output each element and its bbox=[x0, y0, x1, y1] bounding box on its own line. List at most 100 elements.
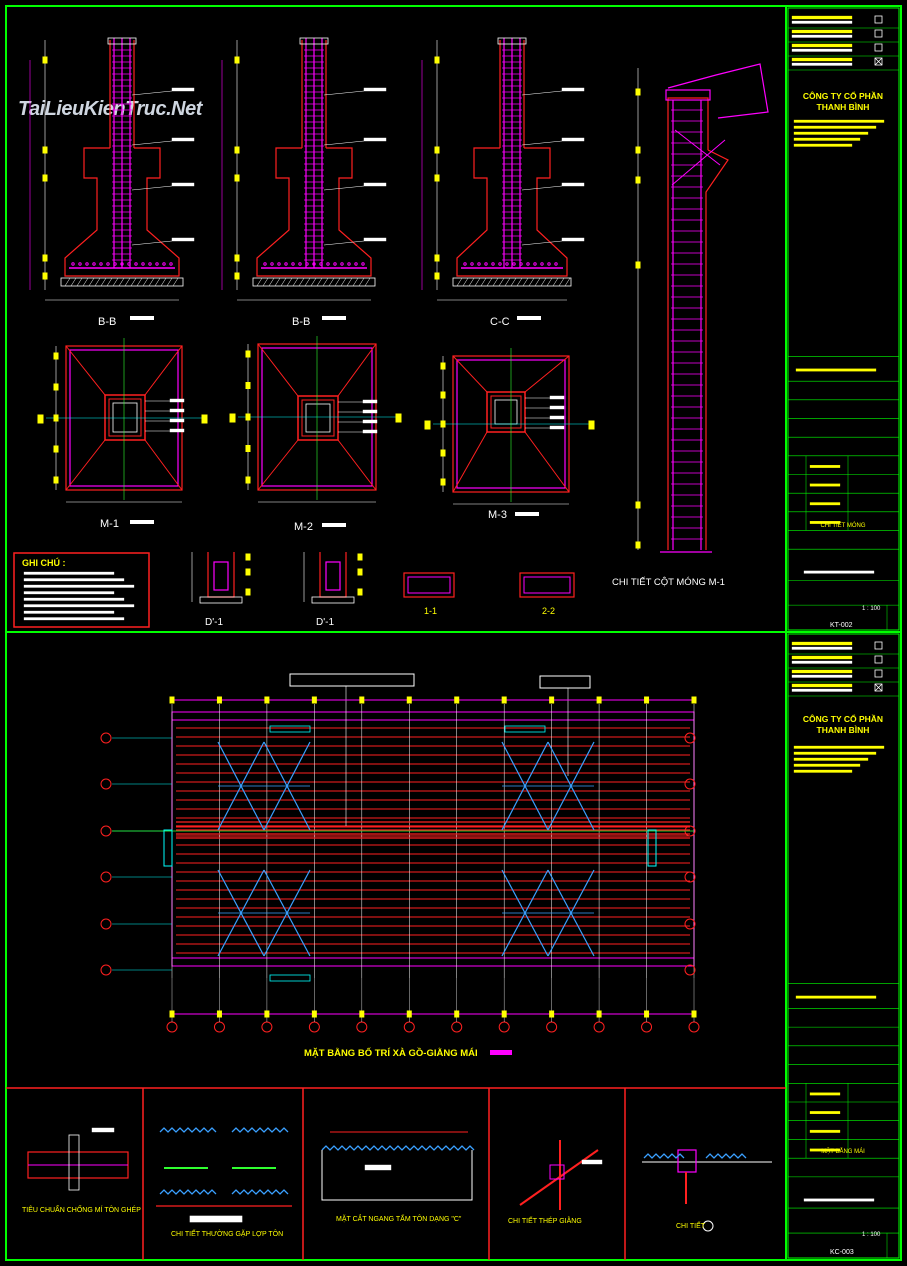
diag bbox=[65, 345, 106, 396]
tb-text bbox=[791, 29, 853, 34]
hatch bbox=[292, 277, 299, 287]
hatch bbox=[256, 277, 263, 287]
grid-bubble bbox=[213, 1021, 225, 1033]
leader bbox=[131, 240, 173, 246]
rebar-dot bbox=[533, 262, 537, 266]
tb-text bbox=[793, 763, 861, 767]
rebar-dot bbox=[484, 262, 488, 266]
callout-text bbox=[171, 137, 195, 142]
rebar-dot bbox=[312, 262, 316, 266]
detail-label-c1: 1-1 bbox=[424, 606, 437, 616]
grid-bubble bbox=[684, 964, 696, 976]
dim-tick bbox=[42, 146, 48, 154]
rebar-dot bbox=[169, 262, 173, 266]
hatch bbox=[334, 277, 341, 287]
callout-text bbox=[561, 237, 585, 242]
tb-bot-scale: 1 : 100 bbox=[862, 1232, 881, 1238]
tb-top-company2: THANH BÌNH bbox=[817, 102, 870, 112]
notes-title: GHI CHÚ : bbox=[22, 557, 66, 568]
blinding bbox=[252, 277, 376, 287]
hatch bbox=[82, 277, 89, 287]
dim-tick bbox=[501, 1010, 507, 1018]
dim-tick bbox=[644, 696, 650, 704]
tb-text bbox=[803, 1198, 875, 1202]
diag bbox=[452, 431, 488, 493]
rebar-dot bbox=[127, 262, 131, 266]
ridge-cap bbox=[677, 1149, 697, 1173]
tb-top-sheet-no: KT-002 bbox=[830, 622, 853, 629]
diag bbox=[65, 439, 106, 491]
dim-tick bbox=[440, 362, 446, 370]
dim-tick bbox=[644, 1010, 650, 1018]
note-line bbox=[23, 604, 135, 608]
column-top bbox=[299, 37, 329, 45]
dim-tick bbox=[234, 56, 240, 64]
hatch bbox=[540, 277, 547, 287]
rebar-dot bbox=[540, 262, 544, 266]
tb-frame bbox=[787, 7, 900, 631]
tb-checkbox bbox=[874, 29, 883, 38]
dim-tick bbox=[501, 696, 507, 704]
hatch bbox=[558, 277, 565, 287]
pedestal-plan bbox=[104, 394, 146, 441]
diag bbox=[337, 439, 377, 491]
rebar-dot bbox=[71, 262, 75, 266]
rebar-dot bbox=[319, 262, 323, 266]
hatch bbox=[468, 277, 475, 287]
dim-tick bbox=[440, 478, 446, 486]
rebar-dot bbox=[354, 262, 358, 266]
foundation-plans bbox=[37, 336, 595, 505]
plan-label-3: M-3 bbox=[488, 509, 507, 521]
rebar-dot bbox=[99, 262, 103, 266]
hatch bbox=[304, 277, 311, 287]
hatch bbox=[64, 277, 71, 287]
callout-text bbox=[169, 398, 185, 403]
tb-text bbox=[791, 655, 853, 660]
grid-bubble bbox=[641, 1021, 653, 1033]
dim-tick bbox=[434, 56, 440, 64]
grid-bubble bbox=[684, 918, 696, 930]
callout-text bbox=[362, 419, 378, 424]
tb-text bbox=[809, 465, 841, 468]
callout-text bbox=[362, 399, 378, 404]
dim-tick bbox=[434, 272, 440, 280]
dim-tick bbox=[42, 254, 48, 262]
tb-text bbox=[791, 62, 853, 66]
leader bbox=[131, 185, 173, 191]
hatch bbox=[534, 277, 541, 287]
dim-tick bbox=[42, 174, 48, 182]
roof-opening bbox=[504, 725, 546, 733]
roof-opening bbox=[269, 725, 311, 733]
callout-text bbox=[363, 237, 387, 242]
callout-text bbox=[91, 1127, 115, 1133]
hatch bbox=[546, 277, 553, 287]
axis-marker bbox=[424, 420, 431, 430]
foundation-sections bbox=[29, 37, 585, 301]
tb-text bbox=[791, 660, 853, 664]
section-label-3: C-C bbox=[490, 316, 510, 328]
blinding bbox=[452, 277, 572, 287]
hatch bbox=[322, 277, 329, 287]
hatch bbox=[274, 277, 281, 287]
rebar-dot bbox=[270, 262, 274, 266]
note-line bbox=[23, 617, 125, 621]
callout-text bbox=[169, 408, 185, 413]
dim-tick bbox=[691, 1010, 697, 1018]
column-top bbox=[497, 37, 527, 45]
rebar-dot bbox=[113, 262, 117, 266]
leader bbox=[323, 90, 365, 96]
grid-bubble bbox=[100, 871, 112, 883]
tie-beam-2-rebar bbox=[523, 576, 571, 594]
dim-tick bbox=[245, 413, 251, 421]
detail-title-3: MẶT CẮT NGANG TẤM TÔN DẠNG "C" bbox=[336, 1213, 462, 1223]
diag bbox=[257, 439, 299, 491]
tb-bot-sheet-no: KC-003 bbox=[830, 1249, 854, 1256]
leader bbox=[323, 140, 365, 146]
brace-plate bbox=[549, 1164, 565, 1180]
hatch bbox=[510, 277, 517, 287]
leader bbox=[323, 240, 365, 246]
tb-text bbox=[791, 43, 853, 48]
hatch bbox=[94, 277, 101, 287]
detail-label-d2: D'-1 bbox=[316, 617, 334, 628]
tb-checkbox bbox=[874, 43, 883, 52]
